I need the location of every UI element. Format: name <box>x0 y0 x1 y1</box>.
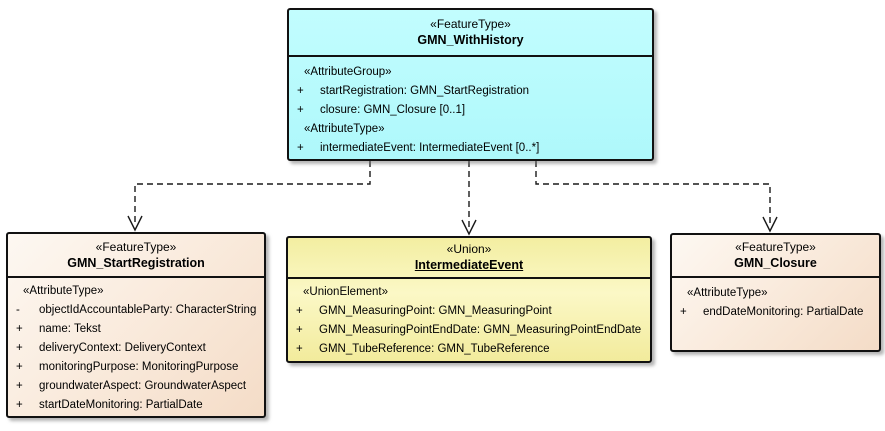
visibility-marker: + <box>297 85 304 97</box>
attribute-text: name: Tekst <box>39 323 101 335</box>
visibility-marker: - <box>16 304 20 316</box>
class-attribute-compartment: «AttributeType» - objectIdAccountablePar… <box>8 278 264 415</box>
class-stereotype: «FeatureType» <box>735 240 816 254</box>
attribute-text: objectIdAccountableParty: CharacterStrin… <box>39 304 257 316</box>
attribute-text: GMN_MeasuringPoint: GMN_MeasuringPoint <box>319 305 552 317</box>
attribute-text: monitoringPurpose: MonitoringPurpose <box>39 361 239 373</box>
stereotype-row: «AttributeType» <box>23 285 104 297</box>
attribute-text: GMN_MeasuringPointEndDate: GMN_Measuring… <box>319 324 642 336</box>
visibility-marker: + <box>16 361 23 373</box>
stereotype-row: «UnionElement» <box>303 286 389 298</box>
class-stereotype: «FeatureType» <box>95 239 177 254</box>
class-box-gmn-closure: «FeatureType» GMN_Closure «AttributeType… <box>670 233 881 352</box>
visibility-marker: + <box>296 343 303 355</box>
class-name: IntermediateEvent <box>414 258 524 272</box>
attribute-row: + name: Tekst <box>8 320 264 339</box>
attribute-row: + GMN_MeasuringPointEndDate: GMN_Measuri… <box>288 321 650 340</box>
attribute-text: deliveryContext: DeliveryContext <box>39 342 206 354</box>
class-attribute-compartment: «AttributeGroup» + startRegistration: GM… <box>289 57 652 158</box>
class-box-gmn-withhistory: «FeatureType» GMN_WithHistory «Attribute… <box>287 8 654 161</box>
attribute-text: GMN_TubeReference: GMN_TubeReference <box>319 343 550 355</box>
attribute-row: + deliveryContext: DeliveryContext <box>8 339 264 358</box>
visibility-marker: + <box>16 323 23 335</box>
visibility-marker: + <box>680 306 687 318</box>
class-name: GMN_WithHistory <box>417 33 524 47</box>
stereotype-row: «AttributeType» <box>687 287 768 299</box>
class-header: «FeatureType» GMN_WithHistory <box>289 10 652 57</box>
connector-to-closure <box>535 161 771 227</box>
attribute-row: + monitoringPurpose: MonitoringPurpose <box>8 358 264 377</box>
visibility-marker: + <box>297 142 304 154</box>
attribute-text: startRegistration: GMN_StartRegistration <box>320 85 529 97</box>
visibility-marker: + <box>16 342 23 354</box>
stereotype-row: «AttributeType» <box>304 123 385 135</box>
attribute-row: + startRegistration: GMN_StartRegistrati… <box>289 82 652 101</box>
class-attribute-compartment: «AttributeType» + endDateMonitoring: Par… <box>672 278 879 322</box>
attribute-row: + groundwaterAspect: GroundwaterAspect <box>8 377 264 396</box>
visibility-marker: + <box>296 305 303 317</box>
attribute-text: intermediateEvent: IntermediateEvent [0.… <box>320 142 540 154</box>
attribute-row: + intermediateEvent: IntermediateEvent [… <box>289 139 652 158</box>
attribute-row: - objectIdAccountableParty: CharacterStr… <box>8 301 264 320</box>
visibility-marker: + <box>16 399 23 411</box>
connector-to-startregistration <box>134 161 371 226</box>
attribute-row: + GMN_TubeReference: GMN_TubeReference <box>288 340 650 359</box>
class-box-intermediateevent: «Union» IntermediateEvent «UnionElement»… <box>286 236 652 363</box>
class-header: «FeatureType» GMN_StartRegistration <box>8 234 264 278</box>
class-name: GMN_Closure <box>734 256 817 270</box>
class-stereotype: «FeatureType» <box>430 17 511 31</box>
class-stereotype: «Union» <box>446 242 492 256</box>
attribute-row: + closure: GMN_Closure [0..1] <box>289 101 652 120</box>
visibility-marker: + <box>16 380 23 392</box>
attribute-text: closure: GMN_Closure [0..1] <box>320 104 466 116</box>
attribute-text: endDateMonitoring: PartialDate <box>703 306 864 318</box>
attribute-row: + GMN_MeasuringPoint: GMN_MeasuringPoint <box>288 302 650 321</box>
visibility-marker: + <box>296 324 303 336</box>
stereotype-row: «AttributeGroup» <box>304 66 392 78</box>
class-name: GMN_StartRegistration <box>67 255 205 270</box>
attribute-row: + startDateMonitoring: PartialDate <box>8 396 264 415</box>
class-header: «FeatureType» GMN_Closure <box>672 235 879 278</box>
open-arrow-icon <box>762 216 778 233</box>
attribute-text: startDateMonitoring: PartialDate <box>39 399 203 411</box>
attribute-row: + endDateMonitoring: PartialDate <box>672 303 879 322</box>
class-box-gmn-startregistration: «FeatureType» GMN_StartRegistration «Att… <box>6 232 266 418</box>
attribute-text: groundwaterAspect: GroundwaterAspect <box>39 380 247 392</box>
class-header: «Union» IntermediateEvent <box>288 238 650 279</box>
open-arrow-icon <box>461 219 477 236</box>
visibility-marker: + <box>297 104 304 116</box>
open-arrow-icon <box>127 215 143 232</box>
class-attribute-compartment: «UnionElement» + GMN_MeasuringPoint: GMN… <box>288 279 650 359</box>
